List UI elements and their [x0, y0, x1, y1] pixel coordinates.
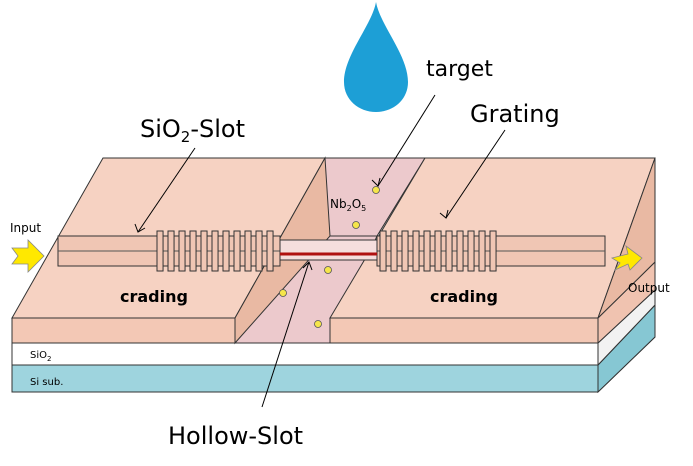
grating-tooth	[244, 230, 252, 272]
particle	[372, 186, 380, 194]
hollow-slot-label: Hollow-Slot	[168, 422, 303, 450]
grating-tooth	[379, 230, 387, 272]
droplet-icon	[344, 2, 408, 112]
si-sub-label: Si sub.	[30, 377, 63, 388]
grating-tooth	[211, 230, 219, 272]
particle	[324, 266, 332, 274]
cladding-left-label: crading	[120, 287, 188, 306]
target-particles	[279, 186, 380, 328]
grating-tooth	[266, 230, 274, 272]
grating-tooth	[478, 230, 486, 272]
particle	[314, 320, 322, 328]
grating-tooth	[445, 230, 453, 272]
grating-tooth	[489, 230, 497, 272]
grating-tooth	[222, 230, 230, 272]
particle	[279, 289, 287, 297]
grating-tooth	[189, 230, 197, 272]
sio2-slot-label: SiO2-Slot	[140, 115, 245, 146]
grating-tooth	[401, 230, 409, 272]
output-arrow-icon	[610, 245, 643, 271]
grating-label: Grating	[470, 100, 560, 128]
grating-tooth	[390, 230, 398, 272]
grating-tooth	[434, 230, 442, 272]
grating-tooth	[233, 230, 241, 272]
right-grating-teeth	[379, 230, 497, 272]
grating-tooth	[423, 230, 431, 272]
grating-tooth	[178, 230, 186, 272]
hollow-slot-segment	[279, 239, 378, 261]
sio2-layer-label: SiO2	[30, 350, 51, 363]
left-grating-teeth	[156, 230, 274, 272]
grating-tooth	[412, 230, 420, 272]
particle	[352, 221, 360, 229]
input-arrow-icon	[11, 239, 45, 273]
grating-tooth	[467, 230, 475, 272]
nb2o5-label: Nb2O5	[330, 197, 366, 213]
grating-tooth	[200, 230, 208, 272]
output-label: Output	[628, 281, 670, 295]
input-label: Input	[10, 221, 41, 235]
grating-tooth	[456, 230, 464, 272]
grating-tooth	[156, 230, 164, 272]
annotation-lines	[134, 94, 506, 408]
grating-tooth	[255, 230, 263, 272]
target-label: target	[426, 57, 493, 82]
cladding-right-label: crading	[430, 287, 498, 306]
grating-tooth	[167, 230, 175, 272]
